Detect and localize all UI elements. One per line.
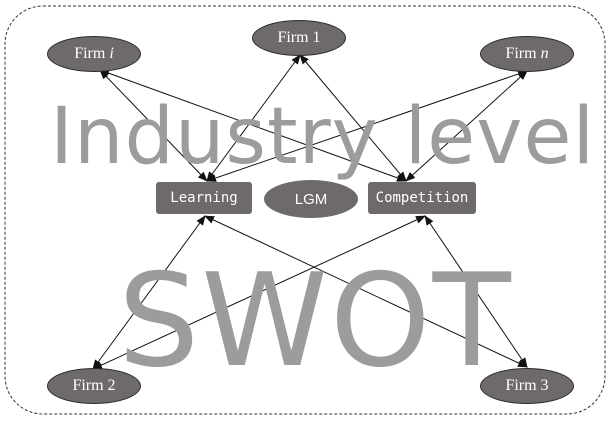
firm-i-node: Firm i — [47, 36, 141, 72]
connector-firm-n-to-competition — [405, 70, 528, 182]
connector-firm-3-to-competition — [424, 215, 528, 368]
firm-i-label-prefix: Firm — [74, 45, 110, 62]
firm-3-node: Firm 3 — [480, 368, 574, 404]
lgm-label: LGM — [294, 190, 328, 208]
competition-label: Competition — [375, 190, 469, 206]
learning-label: Learning — [170, 190, 238, 206]
firm-n-node: Firm n — [480, 36, 574, 72]
industry-frame — [4, 5, 606, 415]
firm-1-label: Firm 1 — [277, 29, 321, 46]
firm-2-label: Firm 2 — [72, 377, 116, 394]
firm-i-label-index: i — [109, 45, 114, 62]
connection-layer — [92, 54, 528, 370]
firm-n-label-index: n — [540, 45, 549, 62]
firm-3-label: Firm 3 — [505, 377, 549, 394]
swot-watermark: SWOT — [118, 247, 513, 396]
firm-2-node: Firm 2 — [47, 368, 141, 404]
lgm-ellipse: LGM — [264, 180, 358, 218]
competition-box: Competition — [368, 182, 476, 214]
firm-n-label-prefix: Firm — [505, 45, 541, 62]
firm-1-node: Firm 1 — [252, 20, 346, 56]
industry-level-watermark: Industry level — [50, 92, 596, 182]
learning-box: Learning — [156, 182, 252, 214]
